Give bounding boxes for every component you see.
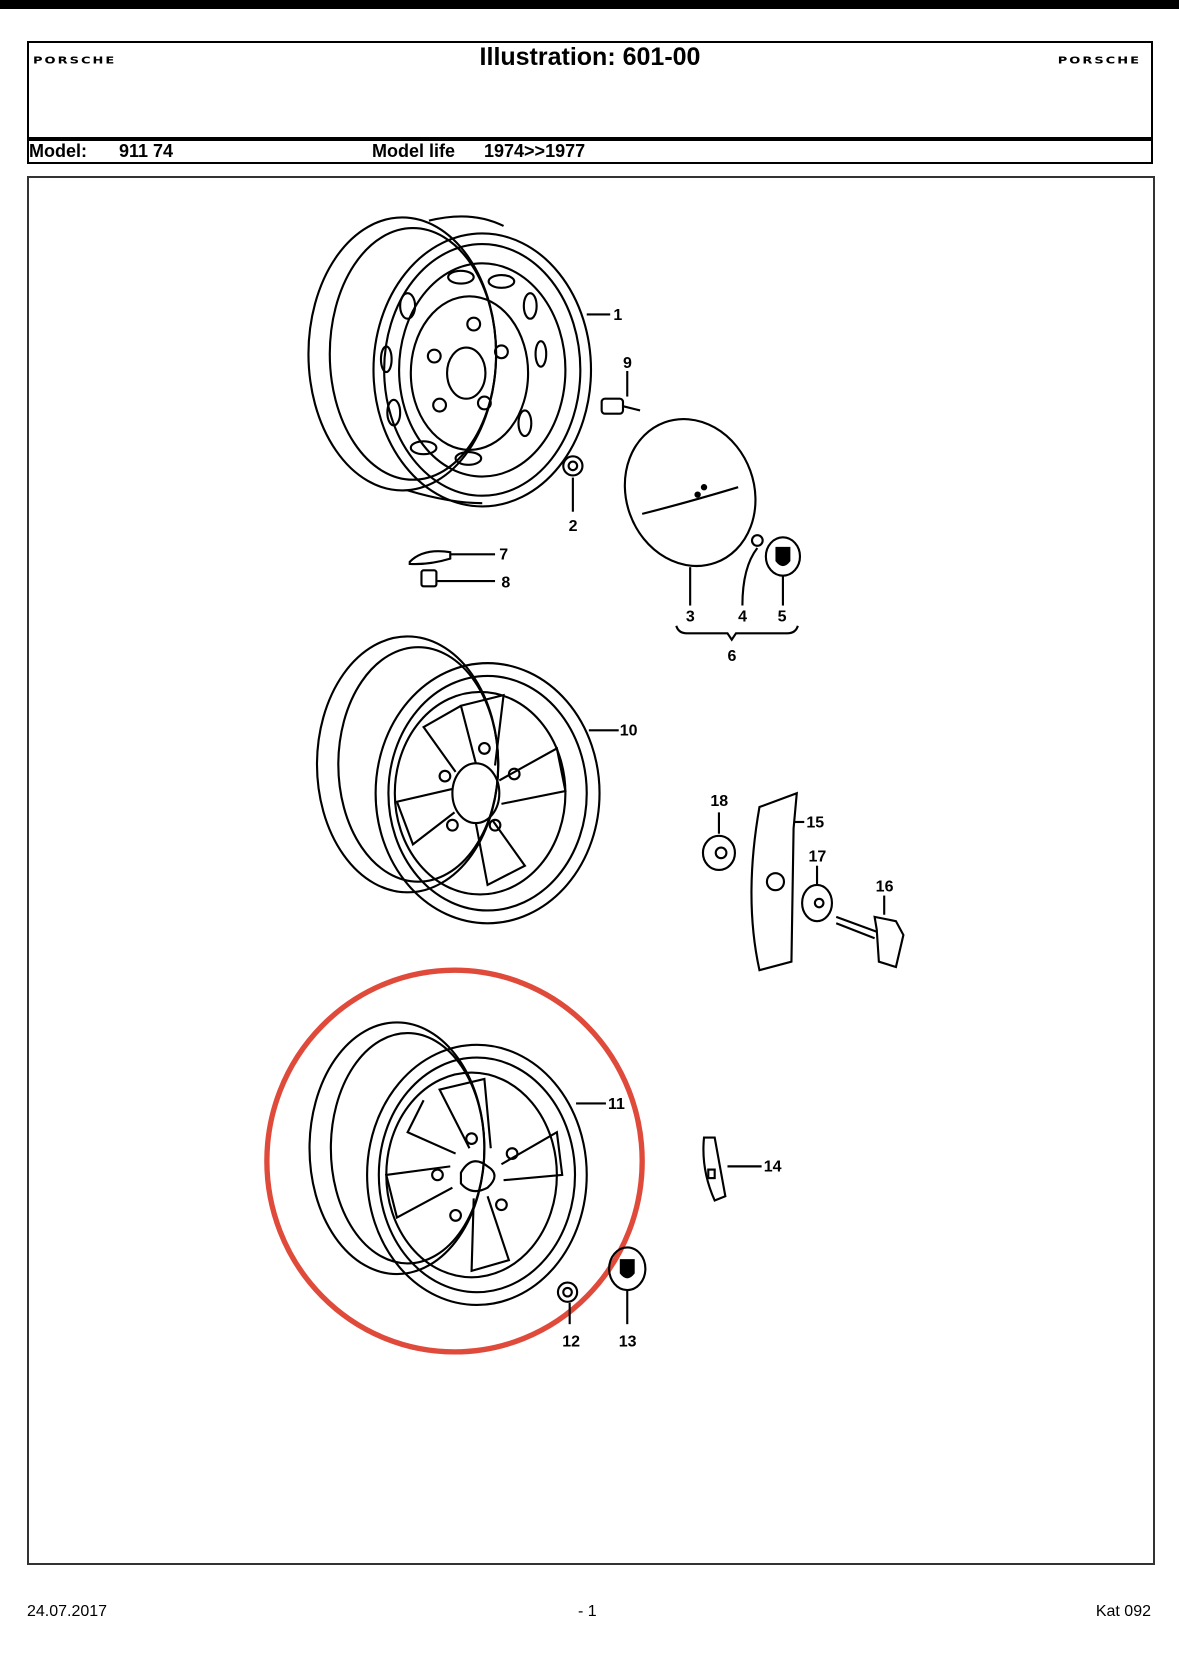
callout-17: 17: [809, 848, 827, 865]
callout-14: 14: [764, 1159, 782, 1176]
model-life-value: 1974>>1977: [484, 141, 586, 161]
washer-part-4[interactable]: [741, 534, 764, 606]
callout-10: 10: [620, 723, 638, 740]
model-label: Model:: [29, 141, 87, 161]
parts-diagram: 1 2 3 4 5 6 7 8 9 10 11 12 13 14 15 16 1…: [27, 176, 1155, 1565]
callout-6: 6: [727, 648, 736, 665]
nut-part-2[interactable]: [562, 455, 584, 512]
callout-7: 7: [499, 547, 508, 564]
callout-18: 18: [710, 793, 728, 810]
weight-part-14[interactable]: [702, 1136, 762, 1202]
weight-part-7[interactable]: [408, 550, 496, 566]
hubcap-part-3[interactable]: [605, 401, 776, 606]
callout-9: 9: [623, 355, 632, 372]
washer-part-17[interactable]: [801, 865, 834, 923]
highlight-circle: [264, 967, 645, 1355]
bracket-part-15[interactable]: [750, 791, 805, 972]
clip-part-8[interactable]: [420, 569, 496, 588]
model-value: 911 74: [119, 141, 174, 161]
model-life-label: Model life: [372, 141, 456, 161]
footer-catalog: Kat 092: [1095, 1603, 1151, 1620]
callout-2: 2: [569, 518, 578, 535]
callout-12: 12: [562, 1334, 580, 1351]
footer-page-number: - 1: [578, 1603, 597, 1620]
emblem-part-5[interactable]: [764, 536, 802, 606]
callout-3: 3: [686, 609, 695, 626]
wing-bolt-part-16[interactable]: [835, 895, 905, 969]
callout-13: 13: [619, 1334, 637, 1351]
footer-date: 24.07.2017: [27, 1603, 108, 1620]
fuchs-wheel-part-11[interactable]: [308, 1021, 588, 1307]
model-info-row: Model: 911 74 Model life 1974>>1977: [27, 139, 1153, 164]
page-header: PORSCHE Illustration: 601-00 PORSCHE: [27, 41, 1153, 141]
spacer-part-18[interactable]: [701, 812, 737, 872]
nut-part-12[interactable]: [556, 1281, 579, 1325]
valve-part-9[interactable]: [600, 370, 641, 415]
fuchs-wheel-part-10[interactable]: [315, 635, 601, 925]
porsche-logo-left: PORSCHE: [33, 55, 117, 67]
callout-8: 8: [501, 574, 510, 591]
callout-4: 4: [738, 609, 747, 626]
exploded-view-drawing: 1 2 3 4 5 6 7 8 9 10 11 12 13 14 15 16 1…: [264, 215, 905, 1355]
steel-wheel-part-1[interactable]: [307, 215, 593, 508]
callout-16: 16: [876, 878, 894, 895]
top-bar: [0, 0, 1179, 9]
page-title: Illustration: 601-00: [479, 43, 701, 71]
callout-11: 11: [608, 1096, 625, 1113]
callout-1: 1: [613, 307, 622, 324]
callout-5: 5: [778, 609, 787, 626]
emblem-part-13[interactable]: [608, 1246, 647, 1325]
porsche-logo-right: PORSCHE: [1057, 55, 1141, 67]
callout-15: 15: [806, 814, 824, 831]
